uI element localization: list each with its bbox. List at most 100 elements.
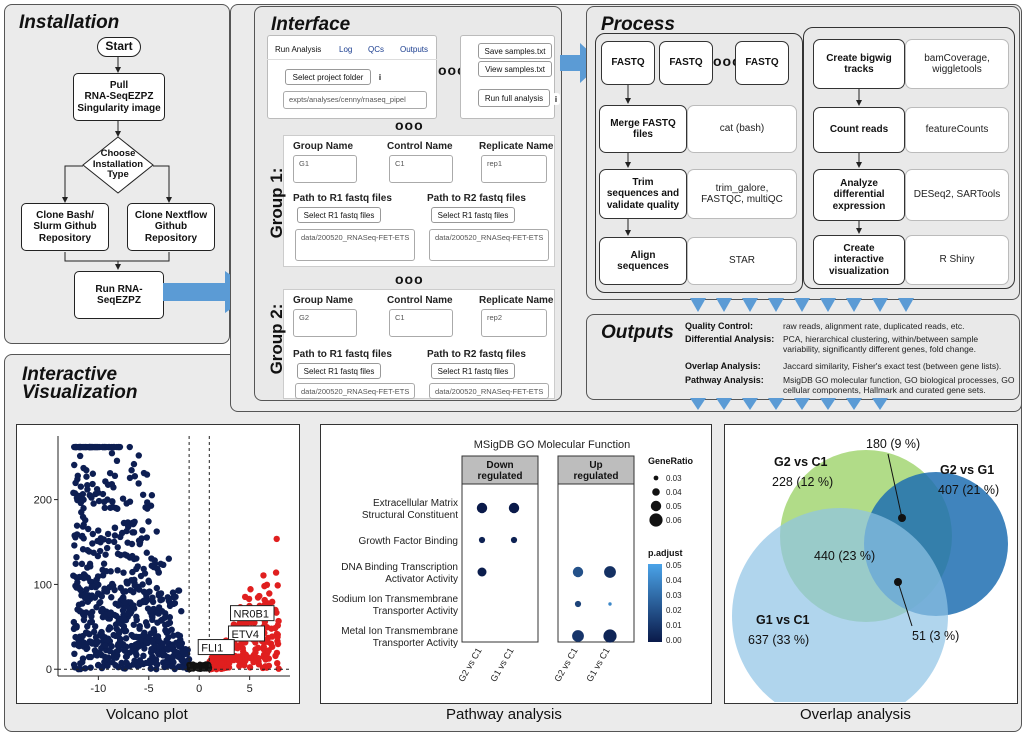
pathway-point xyxy=(476,502,488,514)
volcano-point-down xyxy=(77,483,85,490)
venn-set-value-g2g1: 407 (21 %) xyxy=(938,483,999,497)
run-node: Run RNA- SeqEZPZ xyxy=(74,271,164,319)
interface-title: Interface xyxy=(271,14,351,35)
volcano-point-down xyxy=(107,568,114,575)
tab-log[interactable]: Log xyxy=(339,45,353,54)
volcano-point-down xyxy=(136,599,144,606)
process-arrows xyxy=(625,85,862,236)
project-path-input[interactable]: expts/analyses/cenny/rnaseq_pipel xyxy=(283,91,427,109)
volcano-point-down xyxy=(165,555,173,562)
volcano-point-down xyxy=(90,628,98,636)
group1-replicate-name-input[interactable]: rep1 xyxy=(481,155,547,183)
volcano-point-down xyxy=(87,578,94,585)
volcano-point-down xyxy=(164,653,171,661)
volcano-point-down xyxy=(164,646,172,653)
volcano-point-down xyxy=(175,642,183,649)
volcano-point-down xyxy=(70,661,78,668)
pathway-point xyxy=(572,566,584,578)
tab-outputs[interactable]: Outputs xyxy=(400,45,429,54)
pathway-size-legend-label: 0.05 xyxy=(666,502,682,511)
volcano-caption: Volcano plot xyxy=(106,706,188,723)
view-samples-button[interactable]: View samples.txt xyxy=(478,61,552,77)
group2-r1-path[interactable]: data/200520_RNASeq-FET-ETS xyxy=(295,383,415,399)
volcano-point-down xyxy=(79,658,86,666)
volcano-point-down xyxy=(110,484,117,491)
volcano-point-down xyxy=(92,490,99,498)
volcano-point-down xyxy=(100,536,108,543)
choose-type-node: Choose Installation Type xyxy=(92,147,144,181)
start-node: Start xyxy=(97,37,141,57)
venn-caption: Overlap analysis xyxy=(800,706,911,723)
volcano-point-down xyxy=(80,496,87,503)
volcano-point-down xyxy=(133,613,140,620)
pathway-size-legend-title: GeneRatio xyxy=(648,456,694,466)
volcano-gene-label: NR0B1 xyxy=(234,609,269,621)
group2-label: Group 2: xyxy=(267,303,286,375)
volcano-point-down xyxy=(145,518,152,525)
venn-set-name-g1c1: G1 vs C1 xyxy=(756,613,810,627)
volcano-point-down xyxy=(128,467,135,474)
group2-replicate-name-input[interactable]: rep2 xyxy=(481,309,547,337)
volcano-point-down xyxy=(143,549,150,556)
volcano-point-down xyxy=(88,592,96,599)
volcano-point-down xyxy=(112,662,119,669)
volcano-point-down xyxy=(111,472,119,480)
volcano-point-down xyxy=(177,636,184,643)
pathway-term-label: Sodium Ion Transmembrane xyxy=(332,594,459,605)
save-samples-button[interactable]: Save samples.txt xyxy=(478,43,552,59)
volcano-point-down xyxy=(103,637,111,644)
volcano-point-down xyxy=(160,561,167,569)
output-qc-key: Quality Control: xyxy=(685,321,753,331)
volcano-point-down xyxy=(95,527,102,534)
volcano-point-down xyxy=(179,648,186,655)
group2-r1-button[interactable]: Select R1 fastq files xyxy=(297,363,381,379)
volcano-point-down xyxy=(80,535,87,542)
volcano-point-down xyxy=(135,452,142,459)
volcano-point-down xyxy=(108,594,115,601)
outputs-title: Outputs xyxy=(601,322,674,343)
group2-r2-path[interactable]: data/200520_RNASeq-FET-ETS xyxy=(429,383,549,399)
interactive-viz-tool: R Shiny xyxy=(905,235,1009,285)
volcano-point-down xyxy=(148,612,156,620)
group2-group-name-input[interactable]: G2 xyxy=(293,309,357,337)
volcano-point-down xyxy=(113,612,120,620)
volcano-point-down xyxy=(93,652,101,659)
pathway-size-legend-dot xyxy=(653,475,659,481)
tab-qcs[interactable]: QCs xyxy=(368,45,384,54)
volcano-point-down xyxy=(87,653,95,661)
group1-control-name-input[interactable]: C1 xyxy=(389,155,453,183)
group1-r2-path[interactable]: data/200520_RNASeq-FET-ETS xyxy=(429,229,549,261)
volcano-point-down xyxy=(114,544,121,551)
volcano-point-down xyxy=(76,452,84,460)
info-icon[interactable]: i xyxy=(375,71,385,83)
volcano-point-down xyxy=(139,581,146,588)
volcano-point-down xyxy=(71,542,78,549)
group1-r2-button[interactable]: Select R1 fastq files xyxy=(431,207,515,223)
volcano-point-down xyxy=(145,577,152,584)
select-project-folder-button[interactable]: Select project folder xyxy=(285,69,371,85)
group1-group-name-input[interactable]: G1 xyxy=(293,155,357,183)
volcano-point-down xyxy=(90,500,97,507)
volcano-point-down xyxy=(110,443,118,451)
group1-r1-path[interactable]: data/200520_RNASeq-FET-ETS xyxy=(295,229,415,261)
volcano-point-down xyxy=(121,599,129,606)
pathway-panel-label: regulated xyxy=(573,471,618,482)
group2-control-name-input[interactable]: C1 xyxy=(389,309,453,337)
volcano-point-down xyxy=(103,588,111,595)
volcano-point-down xyxy=(88,608,96,616)
volcano-point-down xyxy=(121,551,129,558)
pathway-color-legend-label: 0.05 xyxy=(666,561,682,570)
volcano-point-down xyxy=(130,460,138,468)
group2-r2-button[interactable]: Select R1 fastq files xyxy=(431,363,515,379)
tab-run-analysis[interactable]: Run Analysis xyxy=(275,45,322,54)
info-icon-run[interactable]: i xyxy=(552,93,560,105)
pathway-panel-label: regulated xyxy=(477,471,522,482)
group1-r1-button[interactable]: Select R1 fastq files xyxy=(297,207,381,223)
count-reads-step: Count reads xyxy=(813,107,905,153)
volcano-point-down xyxy=(159,649,167,656)
pathway-panel-label: Down xyxy=(486,460,513,471)
run-full-analysis-button[interactable]: Run full analysis xyxy=(478,89,550,107)
count-reads-tool: featureCounts xyxy=(905,107,1009,153)
volcano-point-down xyxy=(151,557,158,564)
